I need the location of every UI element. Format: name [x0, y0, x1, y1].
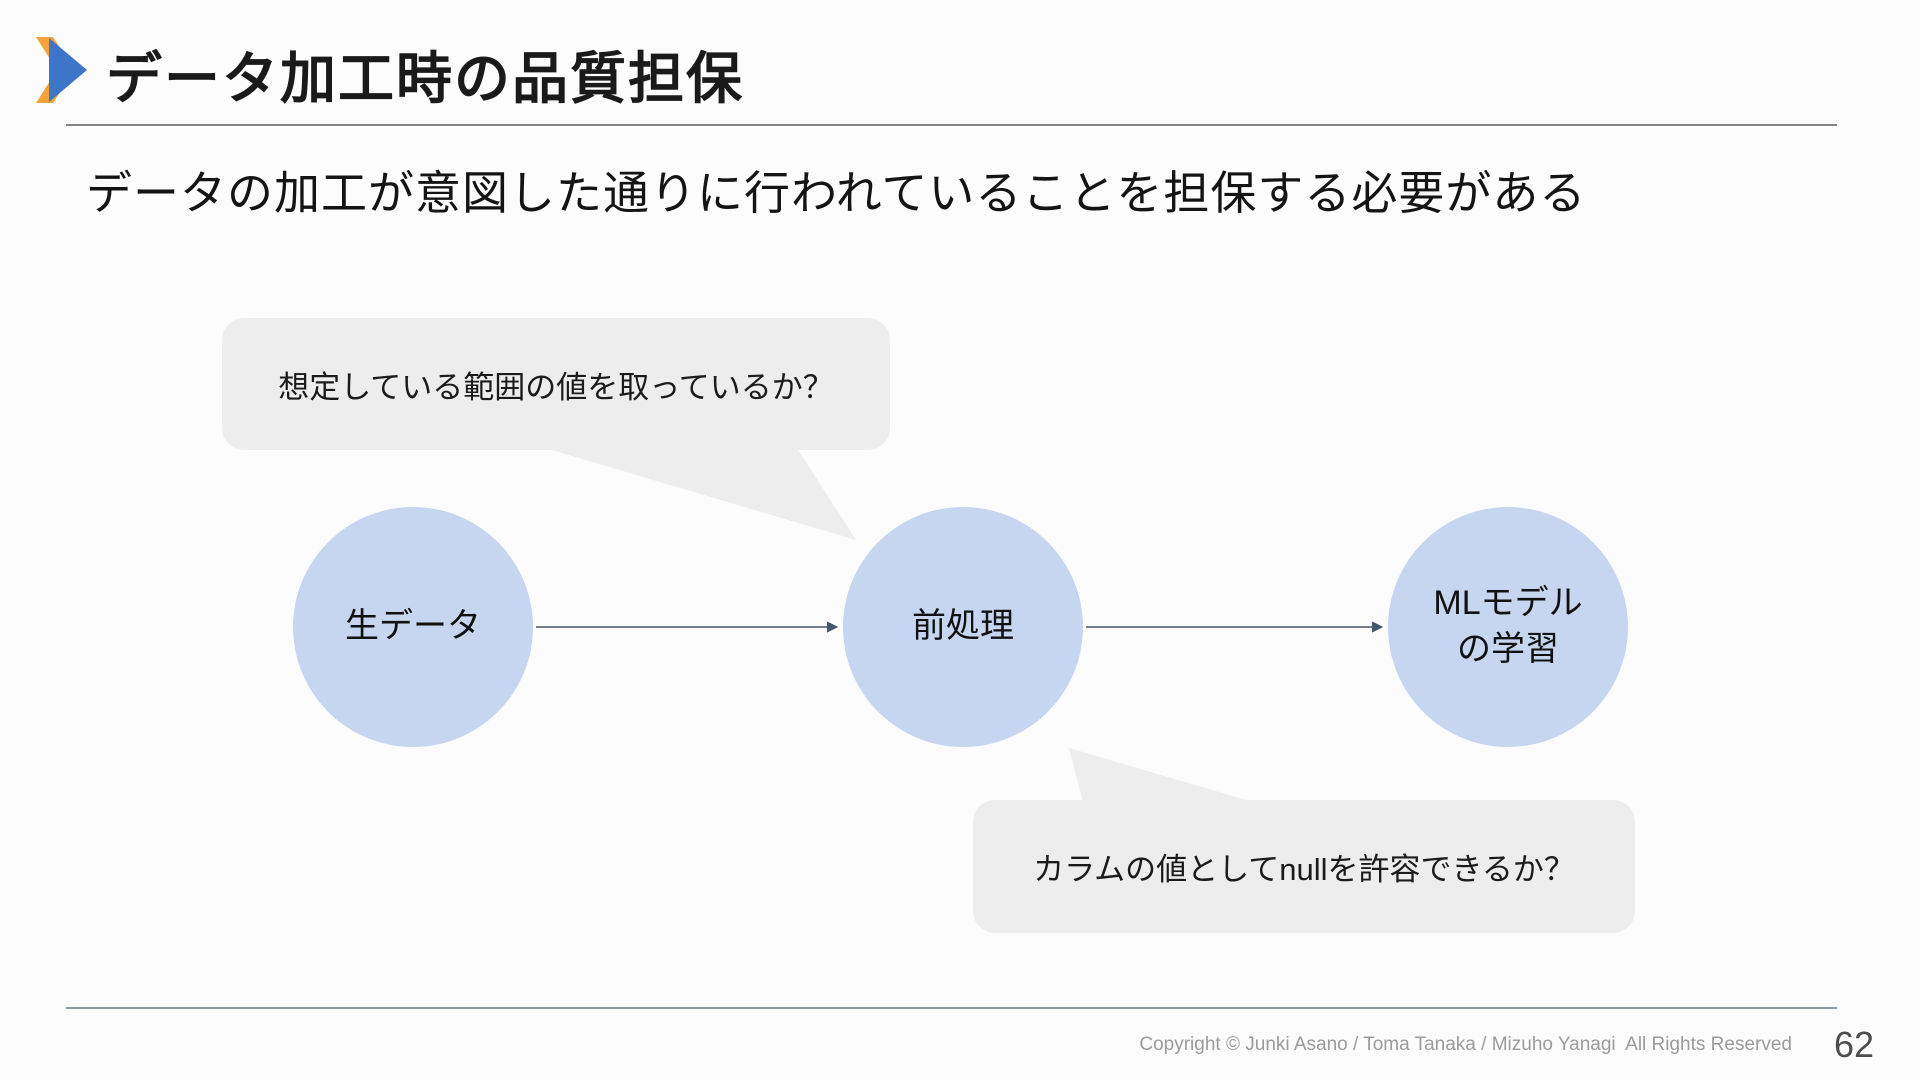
callout-bottom-tail — [1069, 748, 1253, 802]
callout-null-check-text: カラムの値としてnullを許容できるか？ — [1033, 852, 1575, 887]
node-ml-training: MLモデル の学習 — [1388, 507, 1628, 747]
page-number: 62 — [1833, 1024, 1874, 1065]
callout-range-check-text: 想定している範囲の値を取っているか？ — [278, 369, 834, 405]
node-raw-data: 生データ — [293, 507, 533, 747]
copyright-text: Copyright © Junki Asano / Toma Tanaka / … — [1139, 1034, 1792, 1055]
node-preprocessing-label: 前処理 — [912, 607, 1014, 646]
subtitle-text: データの加工が意図した通りに行われていることを担保する必要がある — [86, 167, 1587, 219]
callout-null-check: カラムの値としてnullを許容できるか？ — [973, 800, 1635, 933]
callout-top-tail — [545, 448, 856, 540]
node-ml-training-label: MLモデル の学習 — [1433, 584, 1583, 668]
title-divider — [66, 124, 1837, 126]
callout-range-check: 想定している範囲の値を取っているか？ — [222, 318, 890, 450]
footer-divider — [66, 1007, 1837, 1009]
title-chevron-icon — [36, 37, 87, 103]
node-raw-data-label: 生データ — [345, 607, 481, 646]
page-title: データ加工時の品質担保 — [106, 47, 744, 110]
node-preprocessing: 前処理 — [843, 507, 1083, 747]
